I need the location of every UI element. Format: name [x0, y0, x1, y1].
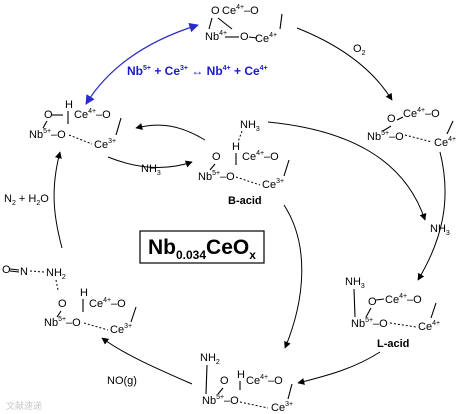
structure-right-lower-l-acid: NH3 O Ce4+–O Nb5+–O Ce4+ L-acid: [345, 276, 440, 350]
structure-top-nb4-ce4: O Ce4+–O Nb4+ O Ce4+: [205, 4, 283, 45]
svg-text:Nb5+–O: Nb5+–O: [198, 170, 235, 183]
svg-text:O: O: [58, 298, 67, 310]
catalyst-title: Nb0.034CeOx: [139, 230, 265, 264]
blue-redox-arrow: [85, 22, 199, 105]
svg-text:N: N: [20, 266, 28, 278]
redox-equation: Nb5+ + Ce3+ ↔ Nb4+ + Ce4+: [127, 64, 268, 78]
svg-text:Ce3+: Ce3+: [271, 401, 293, 414]
no-gas-label: NO(g): [107, 375, 137, 387]
svg-text:Ce4+–O: Ce4+–O: [403, 107, 440, 120]
svg-text:O: O: [387, 113, 396, 125]
arrow-b-acid-to-left-upper: [135, 123, 206, 141]
b-acid-label: B-acid: [228, 195, 262, 207]
svg-text:Nb5+–O: Nb5+–O: [367, 130, 404, 143]
arrow-nh3-top-to-right-lower: [267, 121, 427, 221]
svg-text:Nb0.034CeOx: Nb0.034CeOx: [148, 236, 256, 262]
svg-text:O: O: [240, 31, 249, 43]
svg-text:Ce4+–O: Ce4+–O: [222, 4, 259, 17]
structure-center-b-acid: NH3 H O Ce4+–O Nb5+–O Ce3+ B-acid: [198, 119, 290, 207]
svg-text:Nb5+–O: Nb5+–O: [202, 394, 239, 407]
svg-text:H: H: [65, 99, 73, 111]
svg-text:Ce4+–O: Ce4+–O: [89, 297, 126, 310]
svg-text:Ce4+–O: Ce4+–O: [74, 108, 111, 121]
svg-text:O: O: [212, 151, 221, 163]
svg-text:Ce4+–O: Ce4+–O: [242, 150, 279, 163]
svg-text:Nb5+–O: Nb5+–O: [351, 317, 388, 330]
svg-text:Nb5+ + Ce3+ ↔ Nb4+ + Ce4+: Nb5+ + Ce3+ ↔ Nb4+ + Ce4+: [127, 64, 268, 78]
structure-left-upper: H O Ce4+–O Nb5+–O Ce3+: [29, 99, 122, 151]
arrow-bottom-to-left-lower: [101, 337, 193, 385]
svg-text:Ce3+: Ce3+: [262, 178, 284, 191]
svg-text:Ce4+: Ce4+: [255, 32, 277, 45]
arrow-top-to-right-upper: [296, 27, 393, 101]
structure-right-upper: O Ce4+–O Nb5+–O Ce4+: [367, 107, 456, 149]
n2-h2o-label: N2 + H2O: [4, 193, 49, 207]
svg-text:O: O: [368, 296, 377, 308]
svg-text:Nb5+–O: Nb5+–O: [44, 316, 81, 329]
arrow-left-upper-to-b-acid: [107, 156, 193, 168]
arrow-right-lower-to-bottom: [297, 351, 381, 385]
svg-text:NH3: NH3: [345, 276, 365, 290]
svg-text:Nb4+: Nb4+: [205, 30, 227, 43]
nh3-left-label: NH3: [141, 163, 161, 177]
svg-text:Ce3+: Ce3+: [110, 323, 132, 336]
svg-text:Ce4+: Ce4+: [434, 136, 456, 149]
svg-text:H: H: [237, 369, 245, 381]
svg-text:NH2: NH2: [200, 352, 220, 366]
watermark: 文献速递: [6, 400, 42, 411]
arrow-b-acid-to-bottom: [283, 204, 303, 349]
structure-bottom-nh2: NH2 H O Ce4+–O Nb5+–O Ce3+: [200, 352, 293, 414]
svg-text:NH3: NH3: [240, 119, 260, 133]
svg-text:H: H: [232, 141, 240, 153]
arrow-left-lower-to-left-upper: [53, 151, 63, 249]
svg-text:Ce4+: Ce4+: [418, 320, 440, 333]
svg-text:O: O: [2, 264, 11, 276]
title-box: [139, 230, 265, 264]
svg-text:O: O: [211, 5, 220, 17]
svg-text:Ce4+–O: Ce4+–O: [385, 293, 422, 306]
svg-text:O: O: [44, 109, 53, 121]
o2-label: O2: [353, 43, 366, 57]
l-acid-label: L-acid: [377, 338, 409, 350]
arrow-right-upper-to-right-lower: [417, 151, 446, 281]
structure-left-lower: O N NH2 H O Ce4+–O Nb5+–O Ce3+: [2, 264, 137, 336]
svg-text:O: O: [220, 375, 229, 387]
svg-text:Ce3+: Ce3+: [94, 138, 116, 151]
svg-text:NH2: NH2: [46, 267, 66, 281]
svg-text:H: H: [80, 287, 88, 299]
svg-text:Ce4+–O: Ce4+–O: [246, 374, 283, 387]
svg-text:Nb5+–O: Nb5+–O: [29, 128, 66, 141]
